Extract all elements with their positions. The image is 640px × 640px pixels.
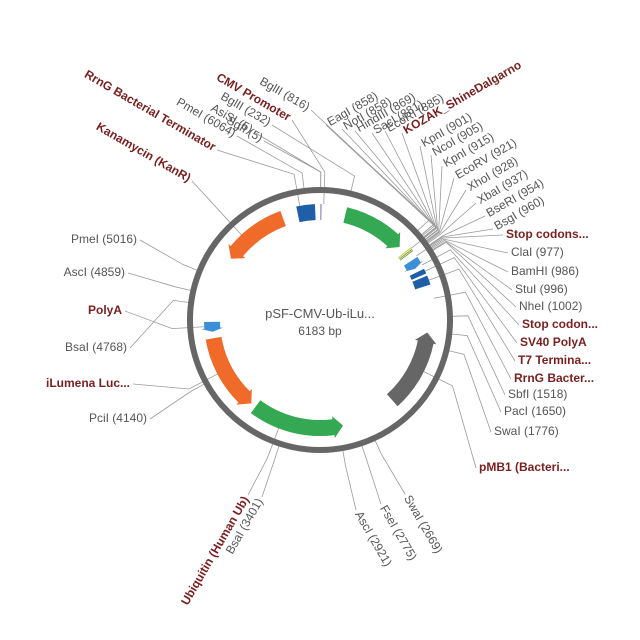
restriction-site-label: PmeI (5016) bbox=[71, 232, 137, 246]
leader-line bbox=[424, 189, 467, 244]
feature-label: Stop codon... bbox=[522, 317, 598, 331]
leader-line bbox=[424, 177, 455, 244]
leader-line bbox=[449, 333, 502, 413]
leader-line bbox=[127, 272, 194, 292]
plasmid-backbone-ring bbox=[187, 187, 453, 453]
feat-sv40-polya bbox=[409, 268, 427, 280]
leader-line bbox=[430, 241, 513, 291]
leader-line bbox=[342, 447, 357, 511]
leader-line bbox=[191, 180, 242, 235]
leader-line bbox=[425, 257, 518, 344]
feat-kozak-mark3 bbox=[399, 250, 414, 261]
leader-line bbox=[261, 443, 281, 498]
restriction-site-label: NheI (1002) bbox=[519, 299, 582, 313]
feat-ilumena bbox=[205, 336, 252, 405]
leader-line bbox=[428, 268, 516, 362]
restriction-site-label: SbfI (1518) bbox=[508, 387, 567, 401]
feature-label: RrnG Bacter... bbox=[514, 371, 594, 385]
feat-t7-term bbox=[412, 275, 431, 290]
leader-line bbox=[446, 349, 492, 433]
leader-line bbox=[423, 165, 443, 243]
leader-line bbox=[429, 239, 509, 273]
feature-label: pMB1 (Bacteri... bbox=[479, 460, 570, 474]
leader-line bbox=[360, 443, 382, 505]
leader-line bbox=[263, 140, 322, 191]
leader-line bbox=[236, 135, 305, 191]
plasmid-size: 6183 bp bbox=[298, 324, 342, 338]
feat-cmv-marker bbox=[320, 204, 322, 221]
leader-line bbox=[271, 124, 356, 194]
label-leader-lines bbox=[124, 109, 520, 511]
leader-line bbox=[425, 202, 477, 245]
leader-line bbox=[132, 373, 218, 390]
feat-rrng-top bbox=[296, 204, 316, 223]
leader-line bbox=[430, 241, 517, 308]
restriction-site-label: ClaI (977) bbox=[511, 245, 564, 259]
restriction-site-label: PacI (1650) bbox=[504, 404, 566, 418]
plasmid-name: pSF-CMV-Ub-iLu... bbox=[265, 306, 375, 321]
leader-line bbox=[149, 382, 207, 420]
feature-label: PolyA bbox=[88, 303, 122, 317]
leader-line bbox=[373, 438, 406, 495]
leader-line bbox=[416, 234, 504, 257]
feat-cmv-promoter bbox=[343, 207, 401, 249]
leader-line bbox=[253, 131, 322, 191]
leader-line bbox=[216, 149, 301, 206]
leader-line bbox=[129, 299, 192, 349]
leader-line bbox=[423, 371, 477, 469]
leader-line bbox=[421, 249, 520, 326]
restriction-site-label: StuI (996) bbox=[515, 282, 568, 296]
feat-ubiquitin bbox=[250, 400, 344, 439]
feature-label: T7 Termina... bbox=[518, 353, 591, 367]
feature-label: iLumena Luc... bbox=[46, 376, 130, 390]
feature-label: SV40 PolyA bbox=[520, 335, 587, 349]
leader-line bbox=[426, 215, 486, 247]
feat-kozak-mark1 bbox=[398, 247, 412, 259]
leader-line bbox=[428, 238, 509, 254]
feature-label: Ubiquitin (Human Ub) bbox=[178, 494, 252, 608]
feature-arcs bbox=[201, 204, 437, 439]
restriction-site-label: BsaI (4768) bbox=[65, 340, 127, 354]
feat-kanr bbox=[228, 210, 286, 259]
leader-line bbox=[139, 239, 200, 272]
leader-line bbox=[325, 124, 434, 237]
feat-polya bbox=[201, 321, 224, 332]
feat-stop-codons bbox=[403, 256, 424, 272]
leader-line bbox=[291, 119, 326, 205]
feat-pmb1 bbox=[386, 332, 437, 407]
restriction-site-label: AscI (4859) bbox=[64, 265, 125, 279]
feat-kozak-mark2 bbox=[398, 248, 413, 260]
leader-line bbox=[433, 291, 512, 380]
leader-line bbox=[124, 310, 205, 330]
feature-label: Stop codons... bbox=[506, 227, 589, 241]
leader-line bbox=[401, 132, 437, 249]
leader-line bbox=[427, 228, 494, 248]
restriction-site-label: SwaI (1776) bbox=[494, 424, 559, 438]
restriction-site-label: BamHI (986) bbox=[511, 264, 579, 278]
restriction-site-label: PciI (4140) bbox=[89, 411, 147, 425]
leader-line bbox=[247, 428, 280, 496]
leader-line bbox=[449, 315, 506, 396]
leader-line bbox=[423, 154, 439, 242]
